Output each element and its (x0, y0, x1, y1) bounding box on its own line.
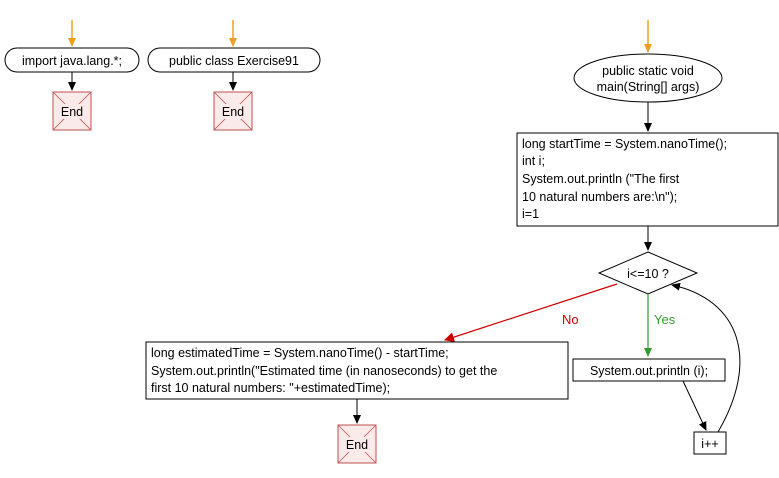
init-line-3: System.out.println ("The first (522, 172, 680, 186)
import-end-text: End (61, 105, 83, 119)
class-end-node: End (213, 91, 253, 131)
print-to-increment-arrow (682, 380, 707, 431)
loop-back-arrow (671, 282, 741, 433)
main-node-line-2: main(String[] args) (597, 80, 700, 94)
main-node (573, 53, 723, 103)
increment-block-text: i++ (701, 437, 718, 451)
init-line-2: int i; (522, 154, 545, 168)
init-line-4: 10 natural numbers are:\n"); (522, 190, 677, 204)
import-end-node: End (52, 91, 92, 131)
import-node-text: import java.lang.*; (22, 54, 122, 68)
condition-text: i<=10 ? (627, 267, 669, 281)
class-node (147, 47, 321, 73)
increment-block (693, 431, 727, 455)
print-block (572, 358, 726, 382)
main-flow: public static void main(String[] args) l… (444, 20, 779, 455)
final-flow: long estimatedTime = System.nanoTime() -… (145, 341, 569, 464)
init-line-1: long startTime = System.nanoTime(); (522, 137, 727, 151)
class-node-text: public class Exercise91 (169, 54, 299, 68)
final-end-text: End (346, 438, 368, 452)
main-node-line-1: public static void (602, 64, 694, 78)
no-arrow (444, 283, 618, 342)
yes-label: Yes (654, 312, 676, 327)
class-end-text: End (222, 105, 244, 119)
class-flow: public class Exercise91 End (147, 20, 321, 131)
init-block (516, 132, 779, 227)
final-end-node: End (337, 424, 377, 464)
print-block-text: System.out.println (i); (590, 364, 708, 378)
import-flow: import java.lang.*; End (4, 20, 140, 131)
final-block (145, 341, 569, 400)
final-line-1: long estimatedTime = System.nanoTime() -… (151, 346, 449, 360)
init-line-5: i=1 (522, 207, 539, 221)
final-line-3: first 10 natural numbers: "+estimatedTim… (151, 381, 390, 395)
final-line-2: System.out.println("Estimated time (in n… (151, 364, 497, 378)
no-label: No (562, 312, 579, 327)
